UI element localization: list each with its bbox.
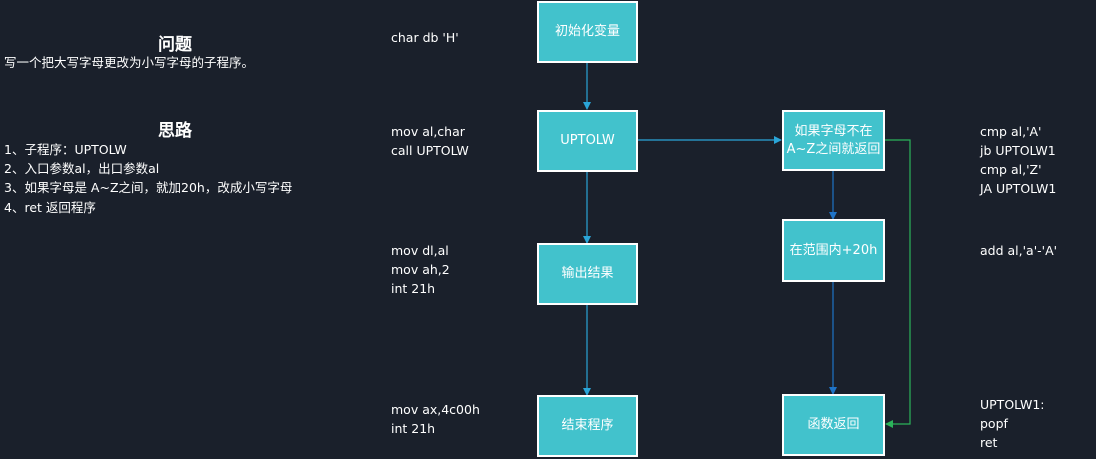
code-add: add al,'a'-'A'	[980, 243, 1058, 258]
flow-box-init: 初始化变量	[537, 1, 638, 63]
flow-box-end: 结束程序	[537, 395, 638, 457]
code-output: mov dl,al mov ah,2 int 21h	[391, 243, 450, 296]
code-compare: cmp al,'A' jb UPTOLW1 cmp al,'Z' JA UPTO…	[980, 124, 1057, 196]
approach-title: 思路	[158, 121, 192, 141]
problem-description: 写一个把大写字母更改为小写字母的子程序。	[4, 55, 255, 70]
approach-step-4: 4、ret 返回程序	[4, 200, 96, 215]
flow-box-output: 输出结果	[537, 243, 638, 305]
arrow-check-to-return-bypass	[884, 139, 911, 428]
flow-box-uptolw: UPTOLW	[537, 110, 638, 172]
code-call-uptolw: mov al,char call UPTOLW	[391, 124, 469, 158]
flow-box-function-return: 函数返回	[782, 394, 885, 456]
problem-title: 问题	[158, 35, 192, 55]
approach-step-2: 2、入口参数al，出口参数al	[4, 161, 160, 176]
code-exit: mov ax,4c00h int 21h	[391, 402, 480, 436]
approach-step-1: 1、子程序：UPTOLW	[4, 142, 127, 157]
flow-box-range-check: 如果字母不在 A~Z之间就返回	[782, 110, 885, 171]
flow-box-add-20h: 在范围内+20h	[782, 219, 885, 282]
code-return: UPTOLW1: popf ret	[980, 397, 1045, 450]
code-char-decl: char db 'H'	[391, 30, 459, 45]
approach-step-3: 3、如果字母是 A~Z之间，就加20h，改成小写字母	[4, 180, 293, 195]
